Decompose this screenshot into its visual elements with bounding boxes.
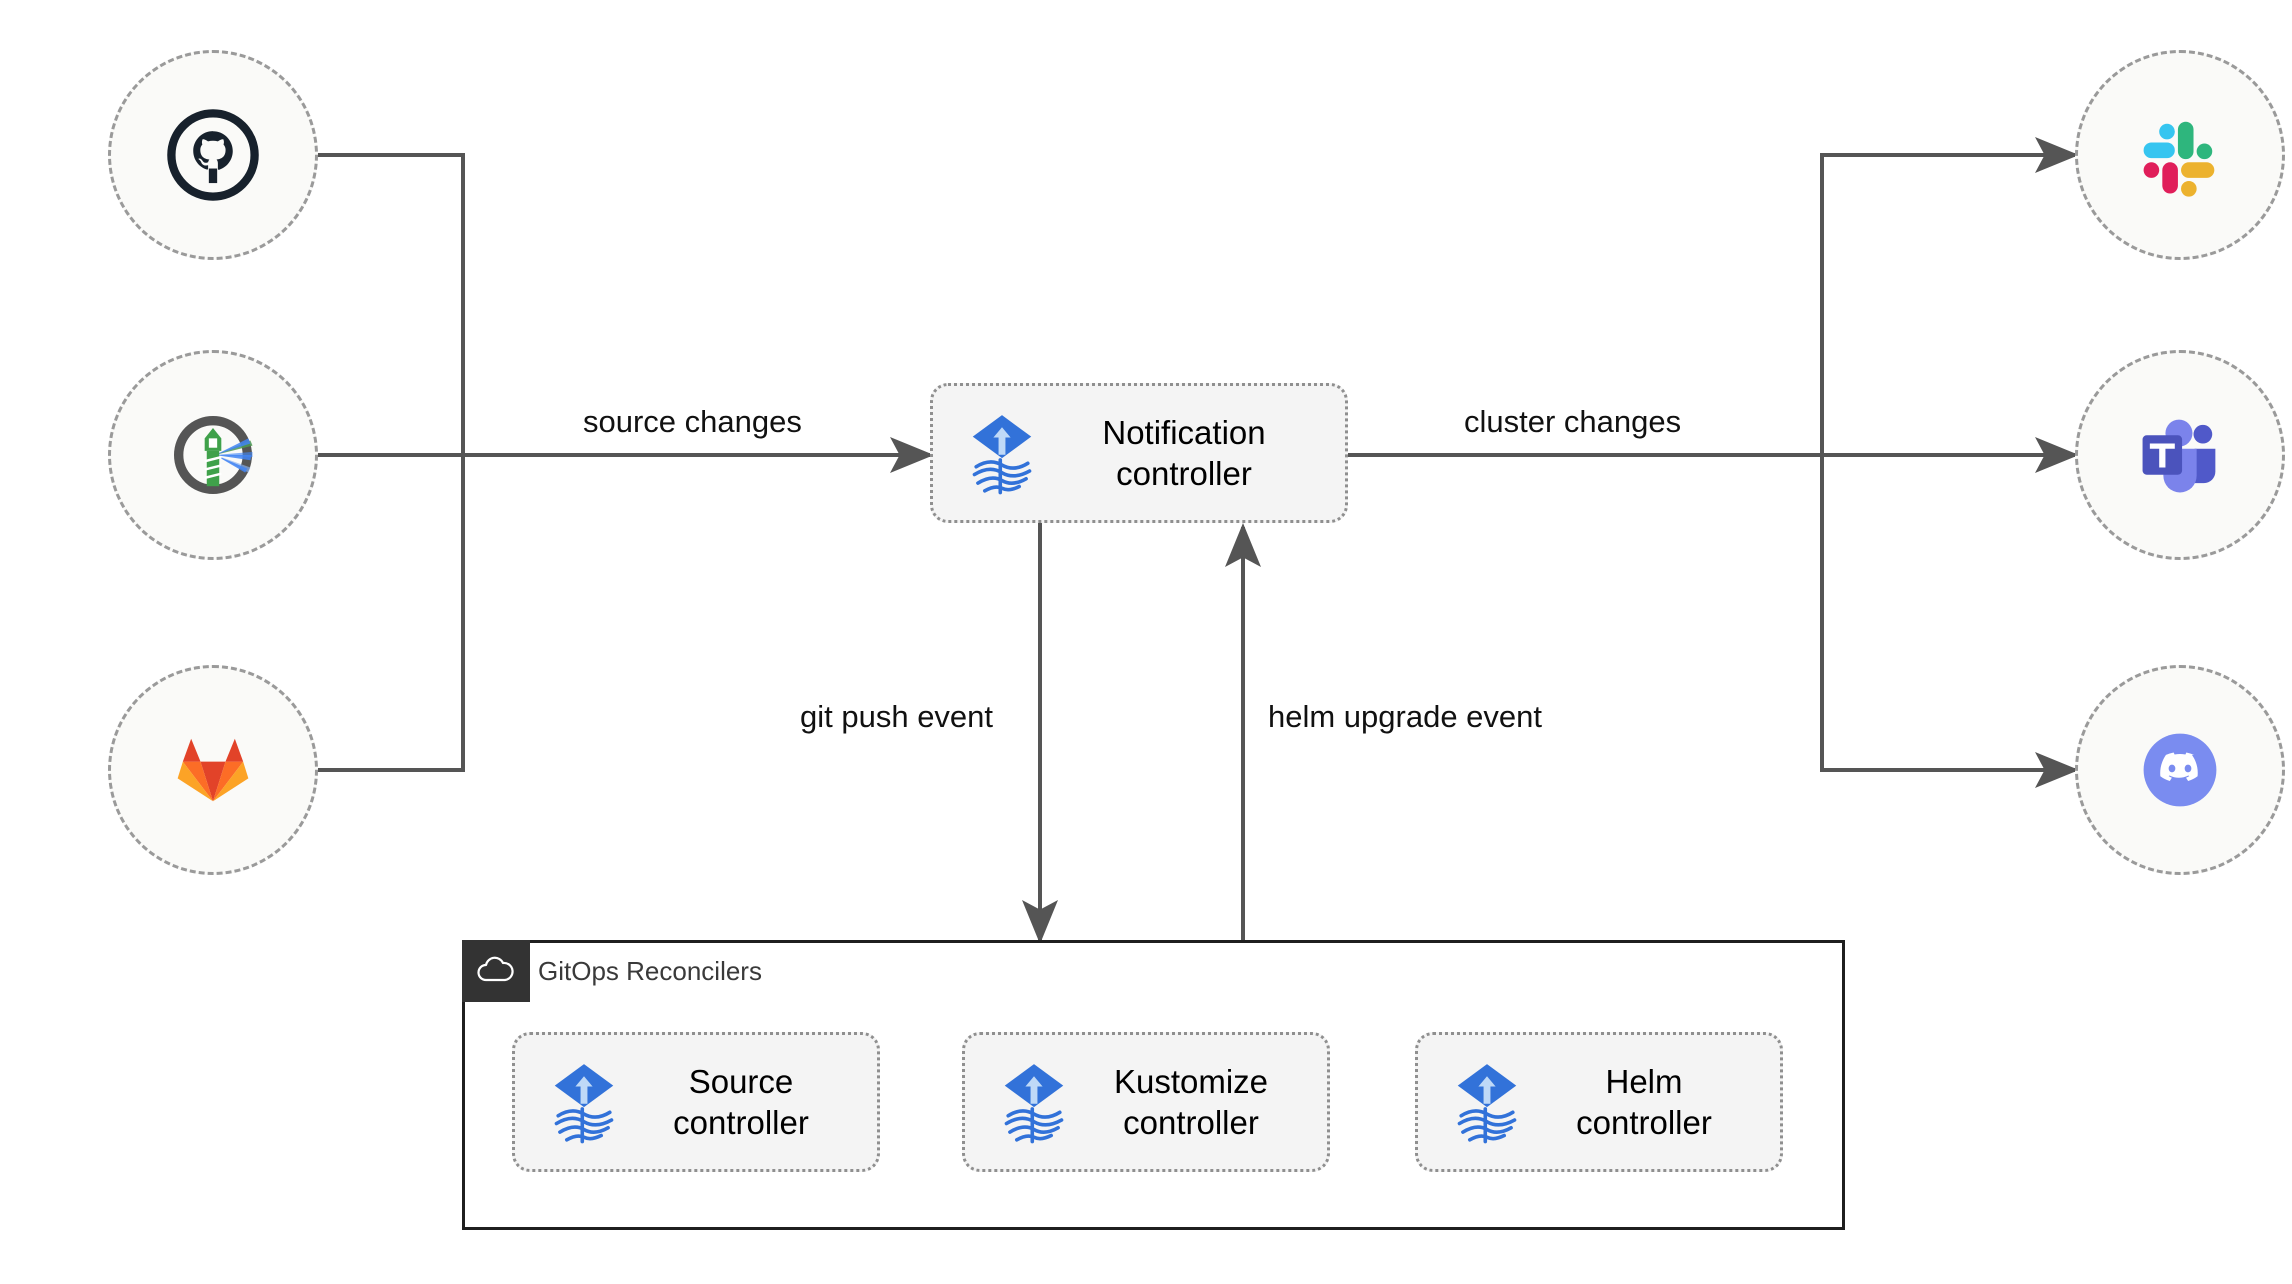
slack-icon: [2143, 121, 2215, 197]
edge-label-cluster-changes: cluster changes: [1464, 404, 1682, 439]
source-node-gitea[interactable]: [108, 350, 318, 560]
kustomize-controller-label: Kustomize controller: [1113, 1063, 1269, 1141]
helm-controller-box[interactable]: Helm controller: [1415, 1032, 1783, 1172]
helm-controller-label: Helm controller: [1576, 1063, 1712, 1141]
destination-node-teams[interactable]: [2075, 350, 2285, 560]
edge-label-git-push-event: git push event: [800, 699, 994, 734]
destination-node-slack[interactable]: [2075, 50, 2285, 260]
flux-icon: [554, 1064, 614, 1144]
source-node-gitlab[interactable]: [108, 665, 318, 875]
destination-node-discord[interactable]: [2075, 665, 2285, 875]
github-icon: [167, 109, 259, 201]
gitea-icon: [174, 416, 253, 494]
gitops-reconcilers-tab: [462, 940, 530, 1002]
flux-icon: [1004, 1064, 1064, 1144]
kustomize-controller-box[interactable]: Kustomize controller: [962, 1032, 1330, 1172]
edge-label-helm-upgrade-event: helm upgrade event: [1268, 699, 1543, 734]
cloud-icon: [477, 956, 514, 982]
flux-icon: [1457, 1064, 1517, 1144]
source-controller-label: Source controller: [673, 1063, 809, 1141]
ms-teams-icon: [2142, 419, 2216, 493]
gitlab-icon: [177, 738, 249, 802]
wire-bus-to-slack: [1820, 137, 2079, 455]
notification-controller-box[interactable]: Notification controller: [930, 383, 1348, 523]
flux-icon: [972, 415, 1032, 495]
notification-controller-label: Notification controller: [1102, 414, 1266, 492]
source-node-github[interactable]: [108, 50, 318, 260]
edge-label-source-changes: source changes: [583, 404, 802, 439]
discord-icon: [2143, 733, 2217, 807]
wire-bus-to-discord: [1820, 455, 2079, 788]
gitops-reconcilers-title: GitOps Reconcilers: [538, 956, 762, 986]
source-controller-box[interactable]: Source controller: [512, 1032, 880, 1172]
